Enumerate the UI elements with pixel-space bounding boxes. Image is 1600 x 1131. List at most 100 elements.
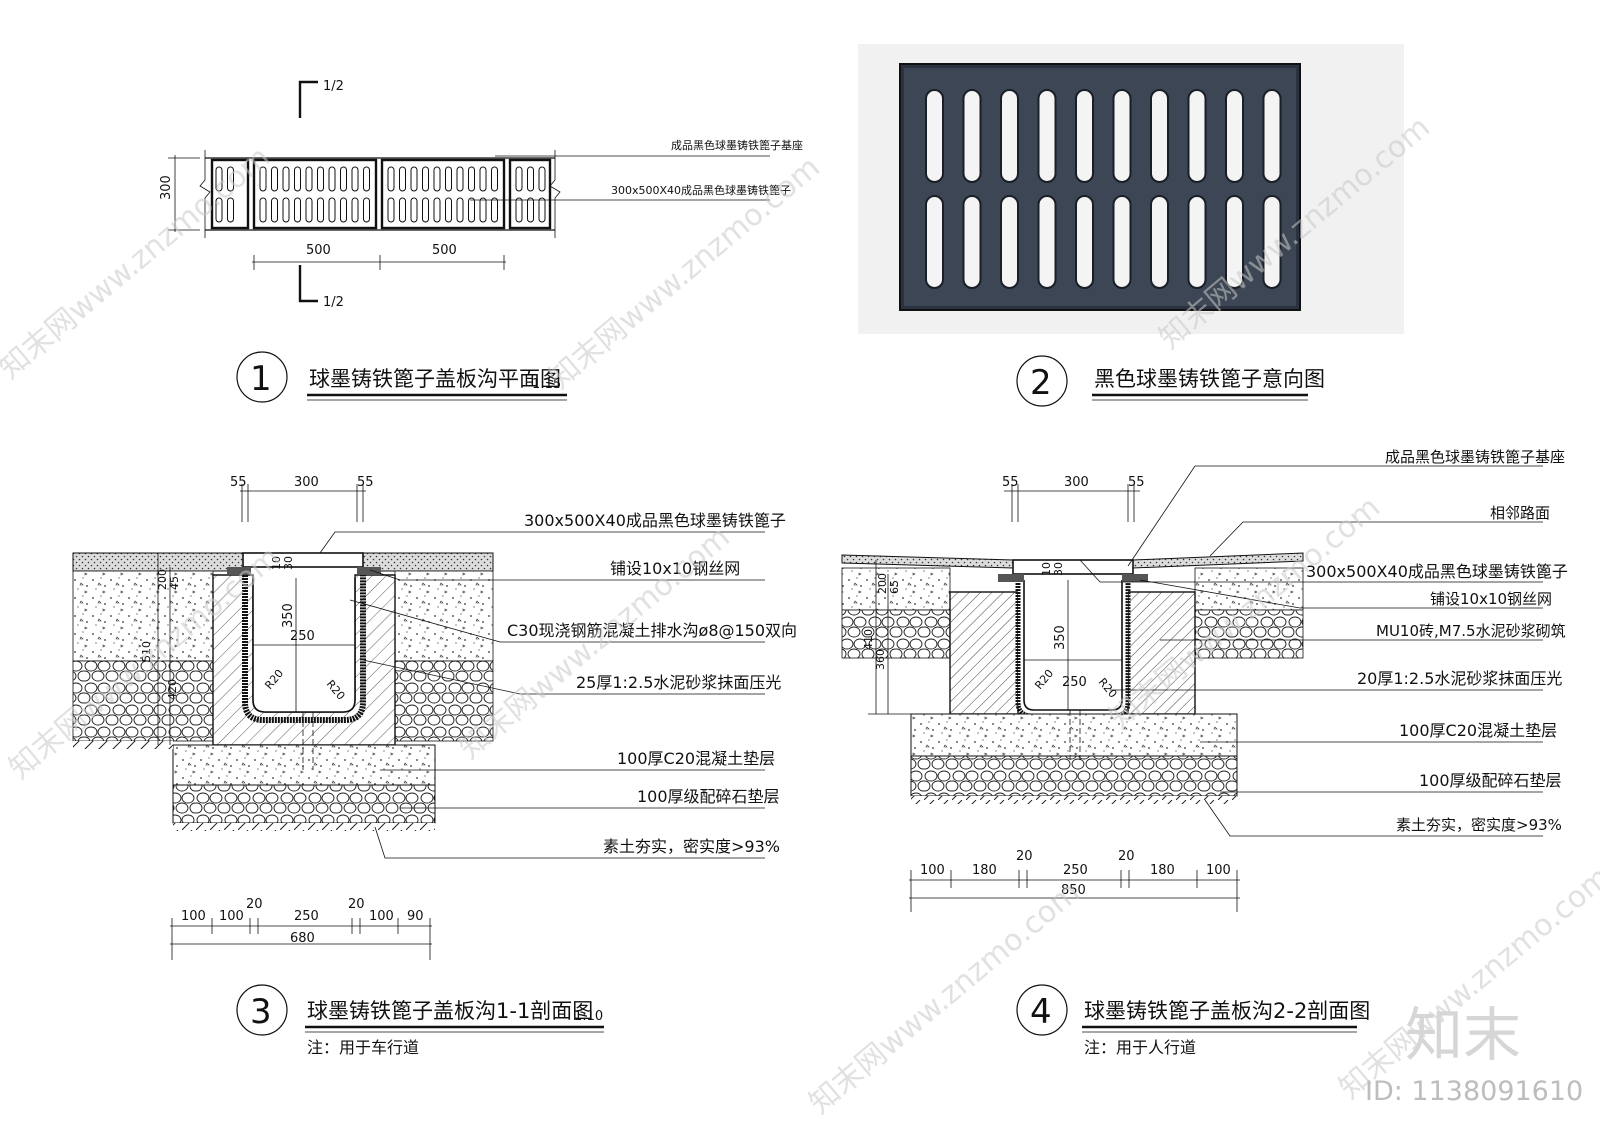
panel1-plan-view: 1/2 1/2 300 500 500 成品黑色球墨铸铁篦子基座 300x500… — [159, 79, 803, 403]
p4-dim-360: 360 — [874, 649, 887, 670]
grate-slot — [1262, 89, 1282, 183]
p4-label-base: 成品黑色球墨铸铁篦子基座 — [1385, 448, 1565, 466]
panel3-number: 3 — [250, 992, 272, 1032]
grate-slot — [925, 89, 944, 183]
grate-slot — [215, 197, 223, 223]
panel2-grate-image: 2 黑色球墨铸铁篦子意向图 — [858, 44, 1404, 407]
panel3-note: 注：用于车行道 — [307, 1038, 419, 1057]
grate-slot — [1150, 195, 1169, 289]
grate-slot — [479, 197, 487, 223]
grate-slot — [215, 166, 223, 192]
panel4-note: 注：用于人行道 — [1084, 1038, 1196, 1057]
p3-bdim-4: 250 — [294, 909, 319, 924]
p3-label-soil: 素土夯实，密实度>93% — [603, 837, 780, 856]
grate-slot — [271, 166, 278, 192]
panel1-number: 1 — [250, 359, 272, 399]
grate-slot — [363, 197, 370, 223]
grate-slot — [445, 166, 452, 192]
panel4-title: 球墨铸铁篦子盖板沟2-2剖面图 — [1084, 999, 1370, 1023]
grate-slot — [527, 197, 534, 223]
dim-height: 300 — [159, 175, 174, 200]
p4-bdim-3: 20 — [1016, 849, 1033, 864]
p3-dim-10: 10 — [270, 556, 283, 570]
grate-slot — [351, 197, 359, 223]
p4-dim-inner-width: 250 — [1062, 675, 1087, 690]
p3-dim-top-left: 55 — [230, 475, 247, 490]
grate-slot — [259, 197, 267, 223]
panel4-number: 4 — [1030, 992, 1052, 1032]
p4-dim-top-mid: 300 — [1064, 475, 1089, 490]
p3-dim-top-mid: 300 — [294, 475, 319, 490]
grate-slot — [538, 197, 546, 223]
grate-slot — [479, 166, 487, 192]
panel2-title: 黑色球墨铸铁篦子意向图 — [1094, 367, 1325, 391]
p4-label-mortar: 20厚1:2.5水泥砂浆抹面压光 — [1357, 669, 1562, 688]
p3-dim-top-right: 55 — [357, 475, 374, 490]
p3-bdim-2: 100 — [219, 909, 244, 924]
grate-slot — [410, 166, 418, 192]
p4-dim-10: 10 — [1040, 562, 1053, 576]
grate-slot — [294, 166, 301, 192]
p3-bdim-total: 680 — [290, 931, 315, 946]
grate-slot — [294, 197, 301, 223]
grate-slot — [227, 197, 234, 223]
p4-bdim-total: 850 — [1061, 883, 1086, 898]
grate-slot — [468, 166, 475, 192]
grate-photo-slots — [925, 89, 1282, 289]
p3-bdim-1: 100 — [181, 909, 206, 924]
grate-slot — [317, 197, 324, 223]
grate-slot — [1037, 89, 1057, 183]
grate-slot — [456, 197, 464, 223]
grate-slot — [422, 166, 429, 192]
grate-slot — [445, 197, 452, 223]
grate-slot — [1000, 195, 1019, 289]
grate-slot — [1262, 195, 1282, 289]
grate-slot — [538, 166, 546, 192]
grate-slot — [468, 197, 475, 223]
grate-slot — [351, 166, 359, 192]
grate-slot — [328, 197, 336, 223]
section-mark-bottom: 1/2 — [323, 295, 344, 310]
grate-slot — [456, 166, 464, 192]
p3-dim-510: 510 — [140, 641, 153, 662]
grate-slot — [282, 166, 290, 192]
watermark-text-8: 知末网www.znzmo.com — [1333, 860, 1600, 1106]
p3-label-c20: 100厚C20混凝土垫层 — [617, 749, 775, 768]
grate-slot — [340, 166, 347, 192]
grate-slot — [1037, 195, 1057, 289]
p3-bdim-5: 20 — [348, 897, 365, 912]
panel3-section-1-1: 55 300 55 350 250 R20 R20 — [72, 475, 797, 1057]
grate-slot — [1075, 89, 1094, 183]
grate-slot — [1112, 195, 1132, 289]
grate-slot — [925, 195, 944, 289]
p3-label-grate: 300x500X40成品黑色球墨铸铁篦子 — [524, 511, 786, 530]
p4-dim-top-right: 55 — [1128, 475, 1145, 490]
p3-dim-30: 30 — [282, 556, 295, 570]
grate-slot — [1075, 195, 1094, 289]
grate-slot — [1000, 89, 1019, 183]
p3-bdim-3: 20 — [246, 897, 263, 912]
p3-label-concrete-channel: C30现浇钢筋混凝土排水沟ø8@150双向 — [507, 621, 797, 640]
grate-slot — [399, 166, 406, 192]
p4-dim-410: 410 — [862, 629, 875, 650]
grate-slot — [422, 197, 429, 223]
dim-width-2: 500 — [432, 243, 457, 258]
p4-bdim-5: 20 — [1118, 849, 1135, 864]
p4-bdim-2: 180 — [972, 863, 997, 878]
grate-slot — [962, 195, 982, 289]
p4-label-road: 相邻路面 — [1490, 504, 1550, 522]
p4-label-gravel: 100厚级配碎石垫层 — [1419, 771, 1562, 790]
grate-slot — [227, 166, 234, 192]
p4-dim-65: 65 — [888, 580, 901, 594]
grate-slot — [328, 166, 336, 192]
watermark-id: ID: 1138091610 — [1365, 1076, 1583, 1107]
grate-slot — [515, 166, 523, 192]
p3-label-mortar: 25厚1:2.5水泥砂浆抹面压光 — [576, 673, 781, 692]
watermark-text-5: 知末网www.znzmo.com — [453, 520, 737, 766]
grate-slot — [1225, 195, 1244, 289]
grate-slot — [527, 166, 534, 192]
p4-dim-200: 200 — [876, 573, 889, 594]
grate-slot — [399, 197, 406, 223]
grate-slot — [363, 166, 370, 192]
p4-bdim-1: 100 — [920, 863, 945, 878]
